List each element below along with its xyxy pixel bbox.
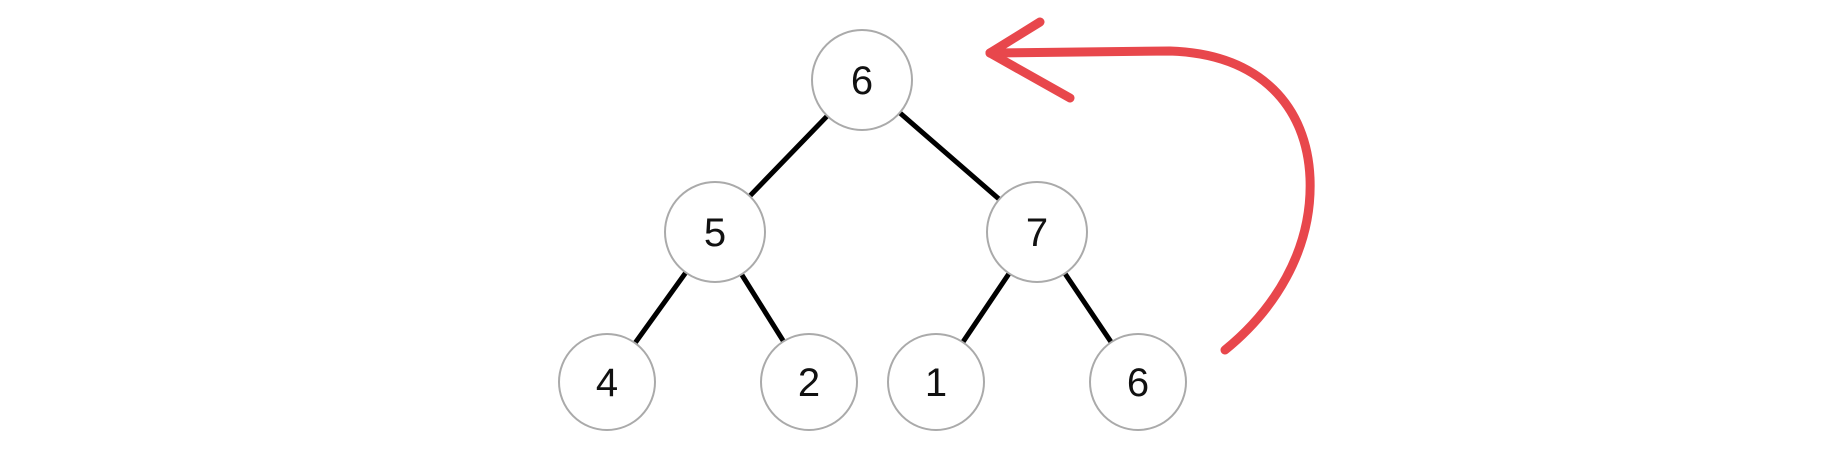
tree-edge-7-to-1 [960,272,1012,344]
tree-edge-5-to-2 [739,273,786,343]
node-label: 1 [925,361,947,405]
node-label: 4 [596,361,618,405]
node-label: 7 [1026,211,1048,255]
tree-node-leaf-right-left[interactable]: 1 [887,333,985,431]
tree-node-leaf-left-right[interactable]: 2 [760,333,858,431]
annotation-arrow [985,17,1315,355]
node-circle[interactable] [664,181,766,283]
tree-node-left[interactable]: 5 [664,181,766,283]
node-circle[interactable] [760,333,858,431]
tree-edge-7-to-6 [1062,272,1114,344]
tree-edge-root-to-7 [898,110,1001,202]
node-label: 6 [1127,361,1149,405]
arrow-head-upper-barb-icon [985,17,1045,58]
tree-edge-root-to-5 [747,114,830,198]
node-label: 2 [798,361,820,405]
tree-node-leaf-right-right[interactable]: 6 [1089,333,1187,431]
node-circle[interactable] [811,29,913,131]
tree-node-leaf-left-left[interactable]: 4 [558,333,656,431]
tree-node-group: 6 5 7 4 2 1 [558,29,1187,431]
tree-edge-5-to-4 [633,271,688,345]
tree-node-right[interactable]: 7 [986,181,1088,283]
node-circle[interactable] [1089,333,1187,431]
node-circle[interactable] [558,333,656,431]
tree-node-root[interactable]: 6 [811,29,913,131]
node-circle[interactable] [986,181,1088,283]
arrow-head-lower-barb-icon [985,48,1075,103]
tree-edge-group [633,110,1114,345]
node-circle[interactable] [887,333,985,431]
node-label: 6 [851,59,873,103]
node-label: 5 [704,211,726,255]
arrow-shaft-icon [985,46,1315,355]
